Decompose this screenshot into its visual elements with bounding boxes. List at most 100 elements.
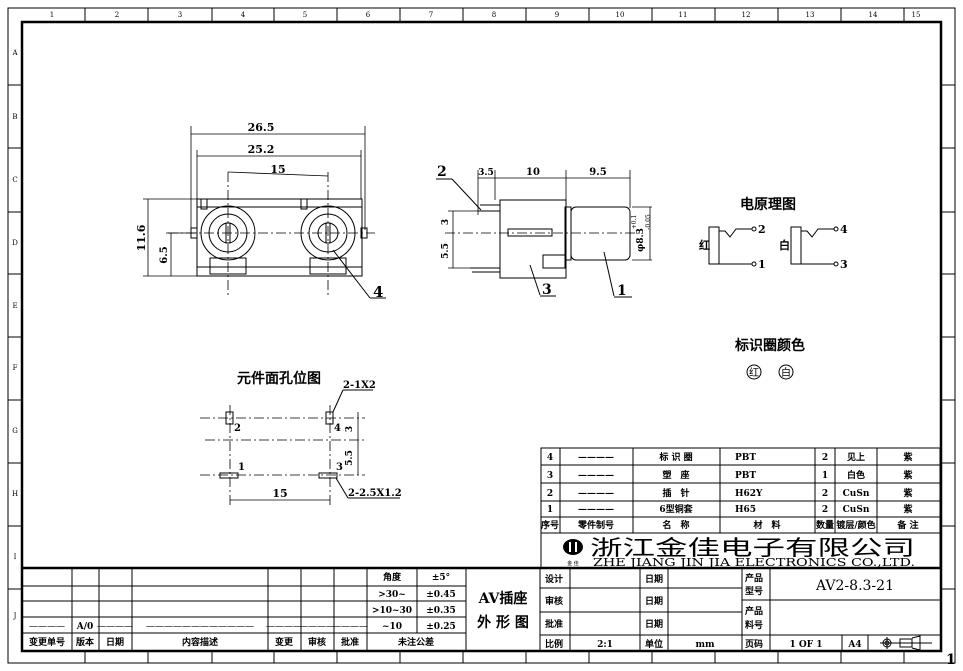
rev-header: 变更 <box>275 636 294 648</box>
paper-size: A4 <box>847 640 861 650</box>
col-label: 14 <box>869 11 878 19</box>
rev-header: 变更单号 <box>29 636 65 648</box>
row-label: C <box>12 176 17 184</box>
bom-cell-finish: CuSn <box>843 489 870 499</box>
bom-cell-qty: 2 <box>822 489 828 499</box>
tolerance-value: ±0.35 <box>426 606 455 616</box>
bom-header: 名 称 <box>662 519 689 531</box>
drawing-frame <box>7 7 956 664</box>
column-labels: 1 2 3 4 5 6 7 8 9 10 11 12 13 14 15 <box>50 11 921 19</box>
col-label: 5 <box>303 11 307 19</box>
company-name-en: ZHE JIANG JIN JIA ELECTRONICS CO.,LTD. <box>593 556 915 569</box>
col-label: 12 <box>742 11 751 19</box>
bom-cell-name: 塑 座 <box>662 469 689 481</box>
bom-header: 序号 <box>541 519 559 531</box>
rev-cell: ———————————— <box>146 622 254 632</box>
schematic-right-color: 白 <box>779 238 790 252</box>
row-label: J <box>13 612 17 620</box>
scale-label: 比例 <box>545 638 563 650</box>
dim-barrel: 9.5 <box>589 167 606 178</box>
row-label: B <box>12 113 17 121</box>
slot-hole-spec: 2-2.5X1.2 <box>348 488 402 499</box>
dim-overall-width: 26.5 <box>248 121 275 134</box>
bom-header: 镀层/颜色 <box>836 519 875 531</box>
dim-upper: 3 <box>441 219 451 225</box>
rev-cell: ———— <box>299 622 335 632</box>
sheet-mark: 1 <box>946 652 956 668</box>
schematic-title: 电原理图 <box>740 196 796 213</box>
col-label: 4 <box>241 11 246 19</box>
ring-color-red: 红 <box>749 366 759 379</box>
rev-header: 版本 <box>75 636 95 648</box>
col-label: 10 <box>616 11 625 19</box>
drawing-title-line2: 外 形 图 <box>477 614 529 631</box>
rev-header: 日期 <box>106 636 124 648</box>
bom-header-row: 序号 零件制号 名 称 材 料 数量 镀层/颜色 备 注 <box>541 519 919 531</box>
callout-2: 2 <box>437 164 447 180</box>
bom-cell-material: PBT <box>735 453 756 463</box>
hole-dim-upper: 3 <box>345 426 355 432</box>
design-label: 设计 <box>545 573 563 585</box>
row-labels: A B C D E F G H I J <box>11 49 18 620</box>
bom-cell-qty: 2 <box>822 505 828 515</box>
bom-cell-remark: 紫 <box>903 487 912 499</box>
pin-label: 2 <box>758 223 766 236</box>
part-no-label: 产品 <box>745 605 763 617</box>
side-view: 3.5 10 9.5 3 5.5 φ8.3 +0.1 -0.05 2 3 1 <box>436 164 652 299</box>
bom-cell-qty: 2 <box>822 453 828 463</box>
dim-body-width: 25.2 <box>248 143 275 156</box>
bom-cell-finish: 白色 <box>847 469 865 481</box>
bom-header: 数量 <box>816 519 834 531</box>
callout-3: 3 <box>542 282 552 298</box>
bom-cell-part: ———— <box>578 453 614 463</box>
bom-cell-name: 6型铜套 <box>659 503 693 515</box>
date-label: 日期 <box>645 618 663 630</box>
bom-cell-name: 标 识 圈 <box>658 451 692 463</box>
bom-cell-remark: 紫 <box>903 469 912 481</box>
row-label: H <box>12 490 18 498</box>
row-label: F <box>13 364 18 372</box>
tolerance-range: >30~ <box>378 590 406 600</box>
row-label: A <box>11 49 18 57</box>
ring-colors: 标识圈颜色 红 白 <box>734 337 805 380</box>
dim-center-height: 6.5 <box>159 246 170 263</box>
bom-cell-finish: 见上 <box>847 451 865 463</box>
hole-pin: 1 <box>238 462 245 473</box>
col-label: 6 <box>366 11 371 19</box>
title-block: 设计 审核 批准 日期 日期 日期 比例 2:1 单位 mm 页码 1 OF 1… <box>540 568 940 651</box>
bom-cell-part: ———— <box>578 505 614 515</box>
pin-label: 1 <box>758 258 766 271</box>
rev-version: A/0 <box>76 622 94 632</box>
col-label: 8 <box>492 11 496 19</box>
dim-tol-minus: -0.05 <box>645 214 652 230</box>
pin-label: 4 <box>840 223 848 236</box>
col-label: 13 <box>806 11 815 19</box>
bom-cell-finish: CuSn <box>843 505 870 515</box>
unit-value: mm <box>695 640 715 650</box>
square-hole-spec: 2-1X2 <box>343 380 376 391</box>
bom-cell-material: H65 <box>735 505 756 515</box>
bom-cell-no: 3 <box>547 471 553 481</box>
bom-cell-part: ———— <box>578 471 614 481</box>
tolerance-range: >10~30 <box>372 606 412 616</box>
bom-cell-material: H62Y <box>735 489 763 499</box>
bom-header: 材 料 <box>752 519 780 531</box>
bom-cell-no: 4 <box>547 453 553 463</box>
bom-cell-no: 1 <box>547 505 553 515</box>
pin-label: 3 <box>840 258 848 271</box>
page-label: 页码 <box>745 639 763 650</box>
rev-cell: ———— <box>97 622 133 632</box>
dim-body: 10 <box>526 167 540 178</box>
unit-label: 单位 <box>645 638 663 650</box>
hole-layout-title: 元件面孔位图 <box>237 370 321 387</box>
dim-pitch: 15 <box>270 163 285 176</box>
hole-dim-lower: 5.5 <box>345 450 355 466</box>
col-label: 11 <box>679 11 688 19</box>
company-logo-text: 金 佳 <box>567 560 579 567</box>
hole-pin: 2 <box>234 423 241 434</box>
schematic-left-color: 红 <box>699 238 710 252</box>
tolerance-value: ±5° <box>432 573 450 583</box>
